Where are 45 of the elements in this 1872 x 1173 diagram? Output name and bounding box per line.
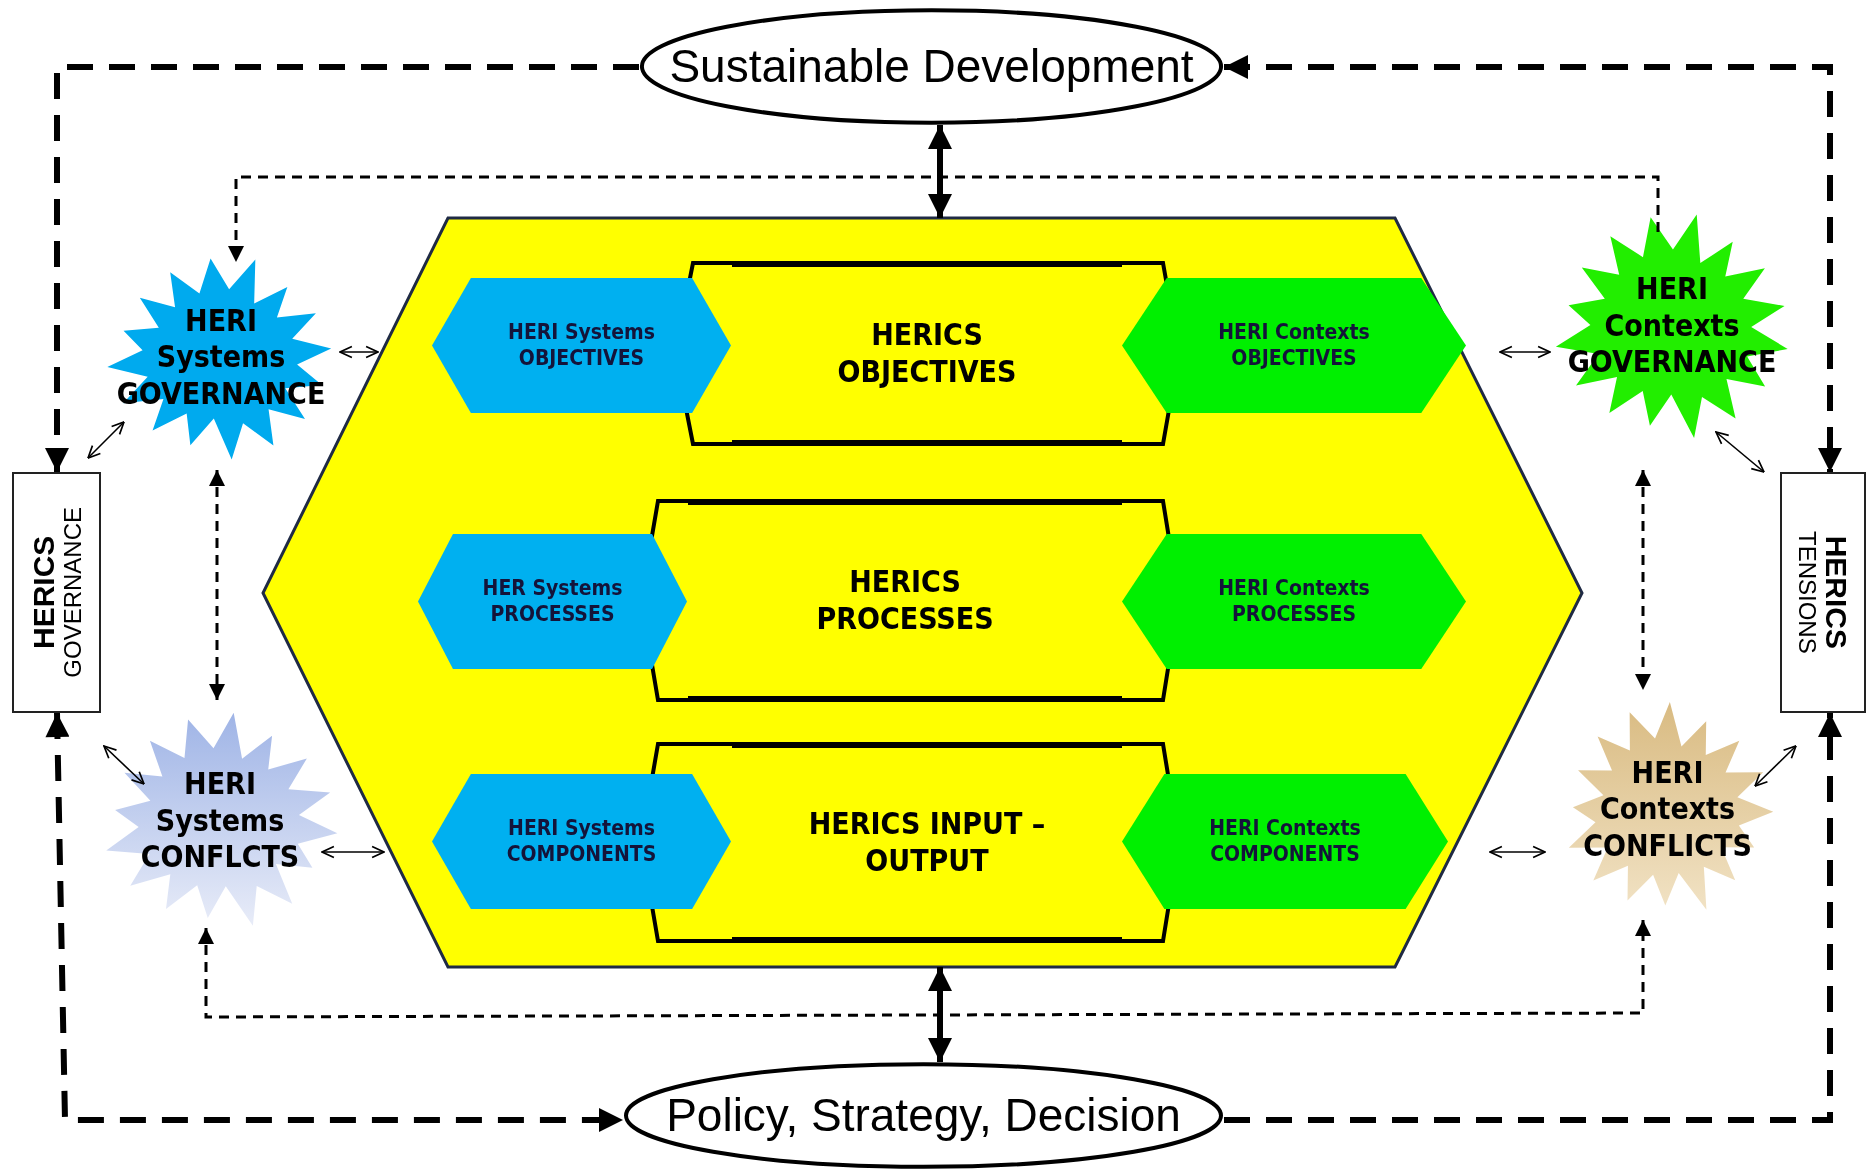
- side-box: [12, 472, 101, 713]
- node-label: HERI Systems CONFLCTS: [140, 766, 300, 876]
- double-arrow: [103, 745, 145, 785]
- double-arrow: [928, 125, 952, 218]
- dashed-arrow: [198, 920, 1651, 1019]
- side-box: [1780, 472, 1866, 713]
- double-arrow: [1715, 431, 1765, 473]
- box-label: GOVERNANCE: [59, 507, 85, 678]
- dashed-arrow: [1635, 470, 1651, 690]
- node-label: Policy, Strategy, Decision: [666, 1088, 1181, 1144]
- node-label: HERI Systems COMPONENTS: [505, 815, 658, 868]
- box-label: HERICS: [28, 535, 60, 650]
- node-label: HERI Systems OBJECTIVES: [507, 319, 656, 372]
- double-arrow: [1499, 345, 1551, 359]
- hexagon-node: [1122, 774, 1448, 909]
- box-label: HERICS: [1819, 535, 1852, 650]
- hexagon-node: [432, 774, 731, 909]
- double-arrow: [1754, 745, 1797, 787]
- dashed-arrow: [1224, 55, 1842, 472]
- node-label: HERI Contexts OBJECTIVES: [1217, 319, 1371, 372]
- dashed-arrow: [45, 64, 639, 472]
- node-label: HERICS INPUT – OUTPUT: [807, 805, 1047, 880]
- node-label: Sustainable Development: [669, 39, 1194, 95]
- double-arrow: [87, 421, 125, 459]
- oval-node: [639, 8, 1224, 125]
- double-arrow: [321, 845, 385, 859]
- dashed-arrow: [228, 175, 1660, 262]
- hexagon-node: [418, 534, 687, 669]
- double-arrow: [928, 967, 952, 1062]
- node-label: HERICS OBJECTIVES: [836, 316, 1018, 391]
- hexagon-node: [1122, 534, 1466, 669]
- node-label: HERI Contexts COMPONENTS: [1208, 815, 1362, 868]
- hexagon-node: [432, 278, 731, 413]
- dashed-arrow: [209, 470, 225, 700]
- double-arrow: [1489, 845, 1546, 859]
- dashed-arrow: [45, 712, 623, 1132]
- dashed-arrow: [1224, 713, 1842, 1123]
- node-label: HERI Contexts PROCESSES: [1217, 575, 1371, 628]
- node-label: HERICS PROCESSES: [815, 563, 995, 638]
- node-label: HER Systems PROCESSES: [481, 575, 624, 628]
- hexagon-node: [1122, 278, 1466, 413]
- oval-node: [623, 1062, 1224, 1169]
- double-arrow: [339, 345, 379, 359]
- node-label: HERI Contexts CONFLICTS: [1583, 754, 1752, 865]
- box-label: TENSIONS: [1794, 531, 1820, 654]
